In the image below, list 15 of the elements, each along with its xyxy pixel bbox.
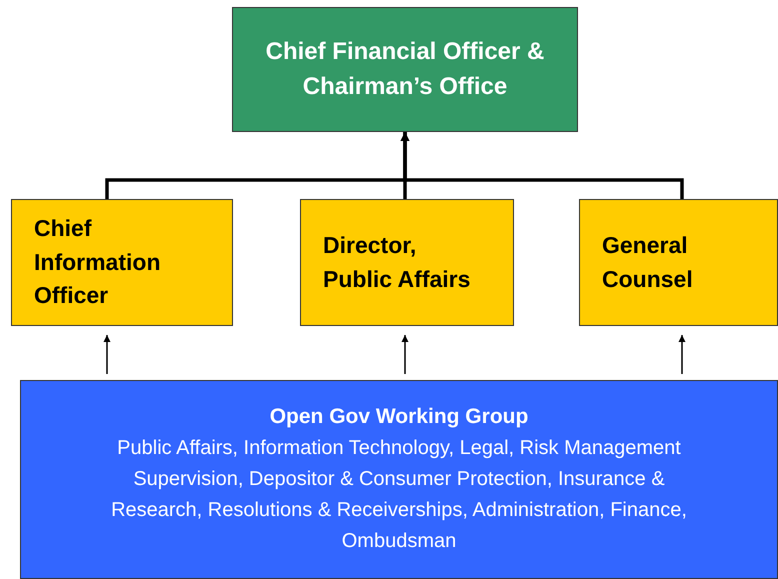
box-title: Chief Information Officer <box>34 214 162 310</box>
box-title: General Counsel <box>602 231 694 294</box>
box-description: Public Affairs, Information Technology, Legal, Risk Management Supervision, Depositor & Consumer Protection, Insurance & Research, Resolutions & Receiverships, Administration, Finance, Ombudsman <box>110 436 688 554</box>
box-title: Chief Financial Officer & Chairman’s Office <box>264 36 546 102</box>
arrow <box>104 335 110 374</box>
box-title: Open Gov Working Group <box>268 404 530 430</box>
role-box <box>300 199 514 326</box>
arrow <box>402 335 408 374</box>
arrow <box>400 132 684 199</box>
role-box <box>11 199 233 326</box>
office-box <box>232 7 578 132</box>
role-box <box>579 199 778 326</box>
group-box <box>20 380 778 579</box>
arrow <box>678 335 686 374</box>
box-title: Director, Public Affairs <box>323 231 472 294</box>
